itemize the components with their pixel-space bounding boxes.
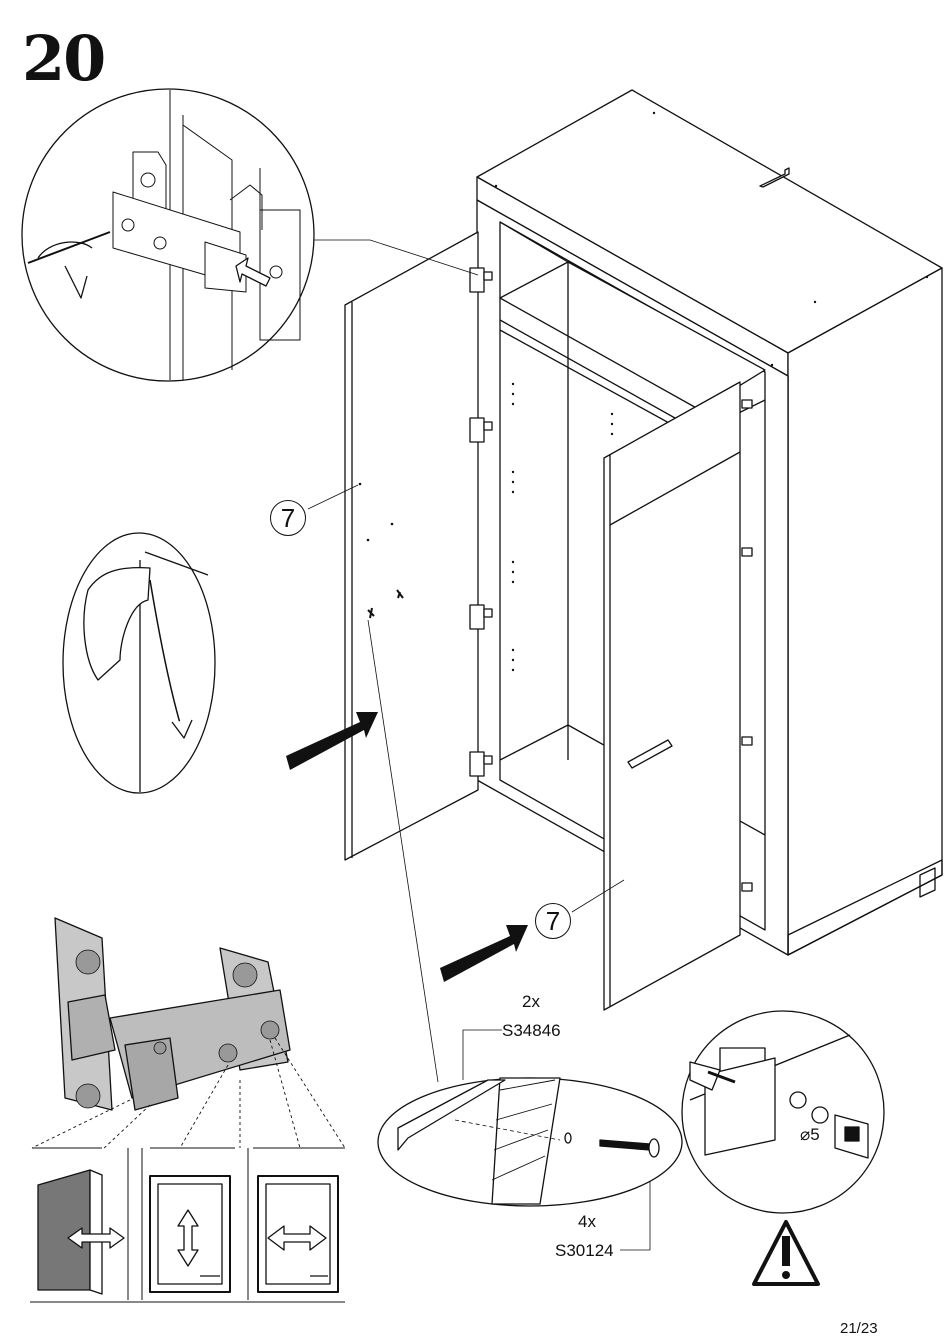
part-label-door-right: 7: [535, 903, 571, 939]
horizontal-adjust-icon: [258, 1176, 338, 1292]
warning-icon: [754, 1222, 818, 1284]
step-number: 20: [22, 28, 104, 90]
hinge-detail-circle: [22, 89, 314, 381]
page-number: 21/23: [840, 1320, 878, 1337]
hand-detail: [63, 533, 215, 793]
drill-detail: [682, 1011, 884, 1213]
part-label-door-left: 7: [270, 500, 306, 536]
screw-part-code: S30124: [555, 1241, 614, 1261]
handle-quantity: 2x: [522, 992, 540, 1012]
handle-detail: [378, 1078, 682, 1206]
depth-adjust-icon: [38, 1170, 124, 1294]
vertical-adjust-icon: [150, 1176, 230, 1292]
drill-diameter: ⌀5: [800, 1125, 820, 1145]
right-door: [604, 382, 740, 1010]
hinge-adjustment-illustration: [30, 918, 345, 1302]
handle-part-code: S34846: [502, 1021, 561, 1041]
screw-quantity: 4x: [578, 1212, 596, 1232]
drill-diameter-value: 5: [810, 1125, 819, 1144]
left-door: [345, 232, 492, 860]
